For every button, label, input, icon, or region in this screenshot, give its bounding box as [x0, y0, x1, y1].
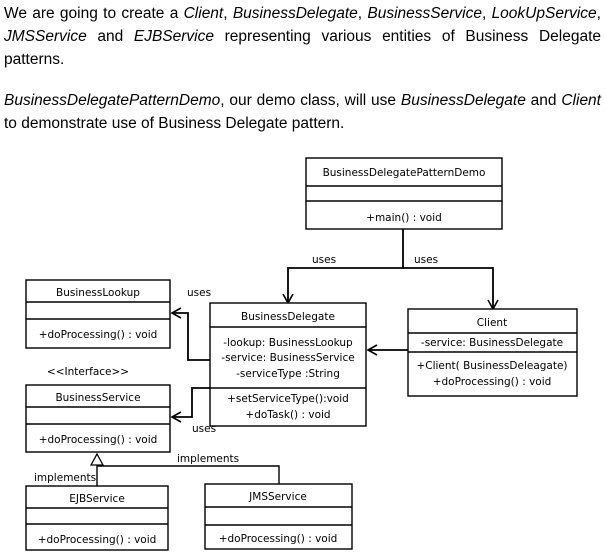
intro-paragraph-2: BusinessDelegatePatternDemo, our demo cl…: [4, 92, 601, 132]
uses-service-line: [170, 387, 210, 423]
class-method: +doProcessing() : void: [39, 329, 158, 341]
connectors: [97, 229, 499, 486]
class-name: Client: [477, 317, 507, 329]
uses-lookup-line: [170, 307, 210, 361]
class-method: +doProcessing() : void: [433, 376, 552, 388]
class-method: +doProcessing() : void: [219, 533, 338, 545]
class-attribute: -service: BusinessService: [221, 352, 354, 364]
class-method: +doTask() : void: [245, 409, 330, 421]
class-client: Client -service: BusinessDelegate +Clien…: [407, 308, 578, 397]
uses-label: uses: [187, 287, 211, 299]
intro-paragraph-1: We are going to create a Client, Busines…: [4, 5, 601, 68]
class-name: EJBService: [69, 493, 125, 505]
class-method: +Client( BusinessDeleagate): [416, 360, 567, 372]
class-method: +main() : void: [366, 212, 442, 224]
uses-demo-client-line: [403, 267, 499, 311]
class-jms-service: JMSService +doProcessing() : void: [204, 483, 353, 550]
class-business-delegate: BusinessDelegate -lookup: BusinessLookup…: [209, 302, 367, 427]
class-name: BusinessDelegatePatternDemo: [323, 167, 486, 179]
class-method: +setServiceType():void: [227, 393, 349, 405]
uses-label: uses: [192, 423, 216, 435]
class-ejb-service: EJBService +doProcessing() : void: [25, 485, 169, 551]
class-business-delegate-pattern-demo: BusinessDelegatePatternDemo +main() : vo…: [305, 157, 503, 230]
interface-stereotype: <<Interface>>: [47, 366, 129, 378]
class-name: BusinessDelegate: [241, 311, 335, 323]
class-name: JMSService: [248, 491, 307, 503]
class-attribute: -lookup: BusinessLookup: [223, 337, 353, 349]
implements-label: implements: [34, 472, 96, 484]
uses-demo-delegate-line: [282, 229, 404, 305]
implements-label: implements: [177, 453, 239, 465]
class-business-service: BusinessService +doProcessing() : void: [25, 384, 171, 453]
class-attribute: -service: BusinessDelegate: [421, 337, 563, 349]
class-name: BusinessService: [55, 392, 140, 404]
implements-jms-line: [97, 465, 280, 484]
class-method: +doProcessing() : void: [38, 534, 157, 546]
class-attribute: -serviceType :String: [236, 368, 340, 380]
class-method: +doProcessing() : void: [39, 434, 158, 446]
class-name: BusinessLookup: [56, 287, 140, 299]
uses-label: uses: [312, 254, 336, 266]
class-business-lookup: BusinessLookup +doProcessing() : void: [25, 279, 171, 349]
uses-label: uses: [414, 254, 438, 266]
